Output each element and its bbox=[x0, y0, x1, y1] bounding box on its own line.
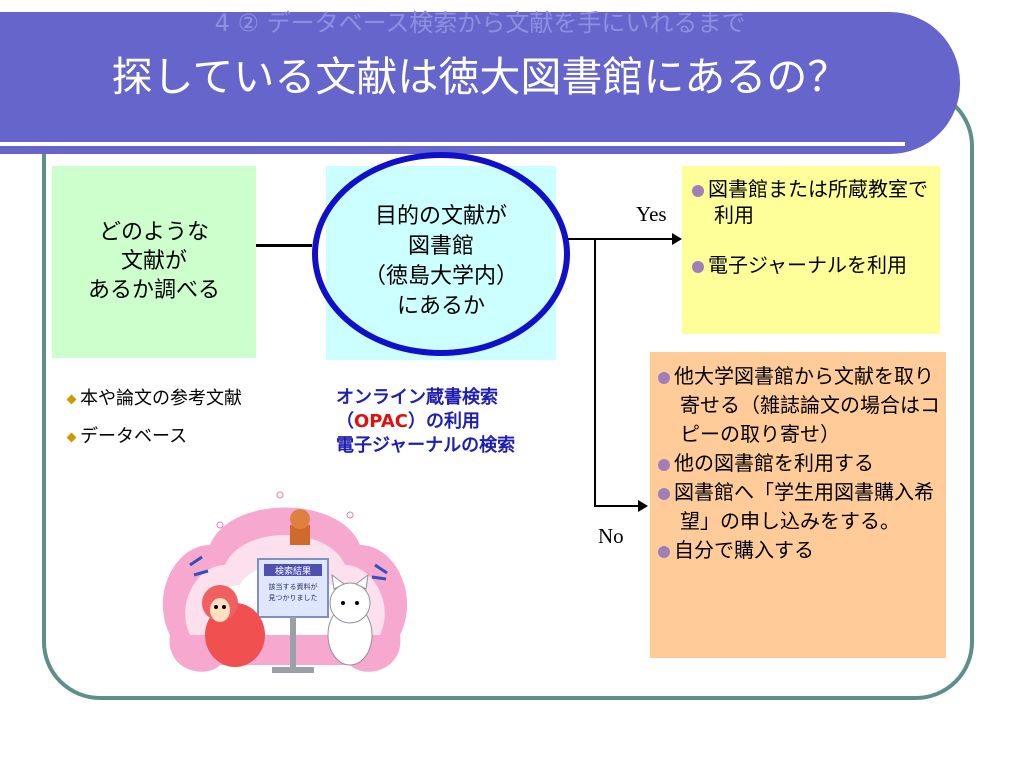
yes-label: Yes bbox=[636, 202, 667, 226]
bullet-dot-icon bbox=[658, 371, 670, 384]
no-label: No bbox=[598, 524, 624, 548]
search-what-box: どのような 文献が あるか調べる bbox=[52, 166, 256, 358]
svg-text:検索結果: 検索結果 bbox=[275, 565, 311, 577]
search-result-mascot-illustration: 検索結果 該当する資料が 見つかりました bbox=[162, 491, 408, 673]
arrow-no-icon bbox=[638, 500, 648, 512]
source-item: データベース bbox=[66, 422, 242, 452]
bullet-dot-icon bbox=[658, 487, 670, 500]
bullet-dot-icon bbox=[658, 545, 670, 558]
title-divider bbox=[0, 142, 905, 146]
opac-acronym: OPAC bbox=[354, 411, 408, 432]
highlight-circle bbox=[312, 152, 570, 356]
bullet-dot-icon bbox=[658, 458, 670, 471]
no-action-item: 自分で購入する bbox=[658, 536, 940, 565]
ejournal-line: 電子ジャーナルの検索 bbox=[336, 435, 516, 456]
search-sources-list: 本や論文の参考文献 データベース bbox=[66, 384, 242, 452]
opac-usage-line: （OPAC）の利用 bbox=[336, 411, 480, 432]
slide-subtitle: 4 ② データベース検索から文献を手にいれるまで bbox=[214, 9, 746, 37]
search-what-line-1: どのような bbox=[98, 220, 209, 245]
no-action-item: 他大学図書館から文献を取り寄せる（雑誌論文の場合はコピーの取り寄せ） bbox=[658, 362, 940, 449]
connector-green-to-cyan bbox=[256, 244, 312, 247]
search-what-line-3: あるか調べる bbox=[87, 278, 220, 303]
bullet-dot-icon bbox=[692, 260, 704, 273]
diamond-bullet-icon bbox=[66, 394, 77, 404]
connector-yes bbox=[568, 238, 672, 240]
yes-action-item: 電子ジャーナルを利用 bbox=[692, 252, 932, 278]
svg-text:該当する資料が: 該当する資料が bbox=[269, 582, 318, 591]
opac-line: オンライン蔵書検索 bbox=[336, 387, 498, 408]
title-banner: 4 ② データベース検索から文献を手にいれるまで 探している文献は徳大図書館にあ… bbox=[0, 9, 960, 154]
diamond-bullet-icon bbox=[66, 432, 77, 442]
connector-no bbox=[594, 505, 640, 507]
no-actions-box: 他大学図書館から文献を取り寄せる（雑誌論文の場合はコピーの取り寄せ） 他の図書館… bbox=[650, 352, 946, 658]
search-what-line-2: 文献が bbox=[120, 249, 187, 274]
connector-no-vertical bbox=[594, 238, 596, 506]
bullet-dot-icon bbox=[692, 184, 704, 197]
yes-actions-box: 図書館または所蔵教室で利用 電子ジャーナルを利用 bbox=[682, 166, 940, 334]
slide-title: 探している文献は徳大図書館にあるの？ bbox=[111, 53, 849, 101]
source-item: 本や論文の参考文献 bbox=[66, 384, 242, 414]
yes-action-item: 図書館または所蔵教室で利用 bbox=[692, 176, 932, 228]
search-methods-notes: オンライン蔵書検索 （OPAC）の利用 電子ジャーナルの検索 bbox=[336, 386, 515, 458]
svg-text:見つかりました: 見つかりました bbox=[269, 594, 318, 602]
no-action-item: 図書館へ「学生用図書購入希望」の申し込みをする。 bbox=[658, 478, 940, 536]
arrow-yes-icon bbox=[672, 233, 682, 245]
no-action-item: 他の図書館を利用する bbox=[658, 449, 940, 478]
